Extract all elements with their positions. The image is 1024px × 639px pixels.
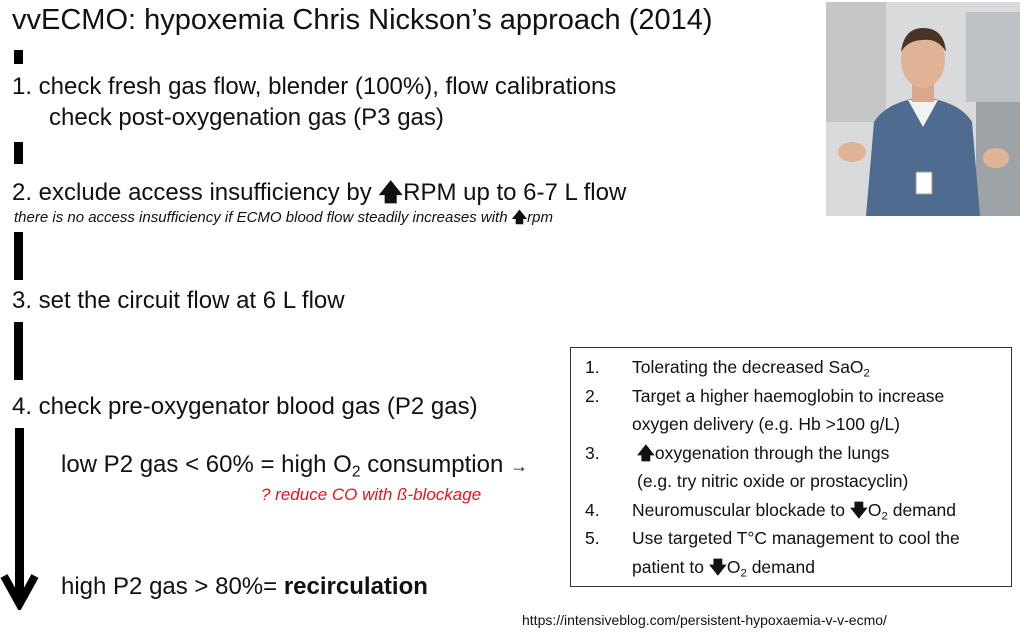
item-number: 2. — [585, 385, 600, 406]
list-item: 1. Tolerating the decreased SaO2 — [571, 353, 1011, 382]
slide-title: vvECMO: hypoxemia Chris Nickson’s approa… — [12, 4, 713, 36]
right-arrow-icon: → — [509, 456, 528, 476]
low-p2-label: low P2 gas < 60% = high O — [61, 451, 352, 478]
recirculation-label: recirculation — [283, 573, 428, 600]
step-2-text: 2. exclude access insufficiency by — [12, 179, 379, 206]
step-1: 1. check fresh gas flow, blender (100%),… — [12, 73, 617, 100]
flow-bar — [14, 50, 23, 64]
management-box: 1.Tolerating the decreased SaO2 2.Target… — [570, 347, 1012, 587]
spacer — [571, 410, 632, 439]
subscript: 2 — [863, 367, 870, 380]
down-arrow-icon — [0, 428, 39, 610]
up-arrow-icon: 🡅 — [636, 442, 655, 463]
spacer — [571, 467, 632, 496]
list-item-cont: oxygen delivery (e.g. Hb >100 g/L) — [571, 410, 1011, 439]
item-text: Tolerating the decreased SaO2 — [632, 353, 870, 382]
item-number: 3. — [585, 442, 600, 463]
up-arrow-icon: 🡅 — [378, 179, 404, 206]
item-label: Neuromuscular blockade to — [632, 499, 850, 520]
beta-blockage-note: ? reduce CO with ß-blockage — [261, 485, 482, 504]
high-p2-label: high P2 gas > 80%= — [61, 573, 284, 600]
item-label: (e.g. try nitric oxide or prostacyclin) — [637, 471, 909, 491]
up-arrow-icon: 🡅 — [511, 209, 528, 226]
note-text-end: rpm — [527, 209, 553, 226]
item-text: patient to 🡇O2 demand — [632, 553, 815, 582]
low-p2-text: low P2 gas < 60% = high O2 consumption → — [61, 451, 528, 481]
item-text: Neuromuscular blockade to 🡇O2 demand — [632, 496, 956, 525]
step-4: 4. check pre-oxygenator blood gas (P2 ga… — [12, 393, 478, 420]
item-label: demand — [887, 499, 956, 520]
spacer — [571, 553, 632, 582]
note-text: there is no access insufficiency if ECMO… — [14, 209, 512, 226]
item-label: oxygenation through the lungs — [654, 442, 890, 463]
flow-bar — [14, 232, 23, 280]
down-arrow-icon: 🡇 — [708, 556, 727, 577]
item-label: Use targeted T°C management to cool the — [632, 528, 960, 548]
low-p2-label-end: consumption — [360, 451, 504, 478]
list-item: 2. Target a higher haemoglobin to increas… — [571, 382, 1011, 411]
subscript: 2 — [351, 463, 361, 481]
item-label: oxygen delivery (e.g. Hb >100 g/L) — [632, 414, 901, 434]
item-label: O — [867, 499, 882, 520]
flow-bar — [14, 322, 23, 380]
subscript: 2 — [881, 509, 888, 522]
step-2-note: there is no access insufficiency if ECMO… — [14, 207, 553, 232]
down-arrow-icon: 🡇 — [849, 499, 868, 520]
step-1-sub: check post-oxygenation gas (P3 gas) — [49, 104, 444, 131]
item-label: demand — [746, 556, 815, 577]
source-link[interactable]: https://intensiveblog.com/persistent-hyp… — [522, 612, 887, 628]
list-item: 3. 🡅oxygenation through the lungs — [571, 439, 1011, 468]
item-number: 1. — [585, 357, 600, 377]
list-item-cont: (e.g. try nitric oxide or prostacyclin) — [571, 467, 1011, 496]
presenter-photo — [826, 2, 1020, 216]
item-text: 🡅oxygenation through the lungs — [632, 439, 889, 468]
list-item: 5. Use targeted T°C management to cool th… — [571, 524, 1011, 553]
item-number: 4. — [585, 499, 600, 520]
high-p2-text: high P2 gas > 80%= recirculation — [61, 573, 428, 601]
step-2-text-end: RPM up to 6-7 L flow — [403, 179, 627, 206]
step-3: 3. set the circuit flow at 6 L flow — [12, 287, 345, 314]
subscript: 2 — [740, 566, 747, 579]
list-item-cont: patient to 🡇O2 demand — [571, 553, 1011, 582]
item-label: patient to — [632, 556, 709, 577]
item-label: Target a higher haemoglobin to increase — [632, 385, 945, 406]
list-item: 4. Neuromuscular blockade to 🡇O2 demand — [571, 496, 1011, 525]
item-label: Tolerating the decreased SaO — [632, 357, 864, 377]
item-label: O — [726, 556, 741, 577]
item-number: 5. — [585, 528, 600, 548]
step-2: 2. exclude access insufficiency by 🡅RPM … — [12, 175, 626, 216]
flow-bar — [14, 142, 23, 164]
